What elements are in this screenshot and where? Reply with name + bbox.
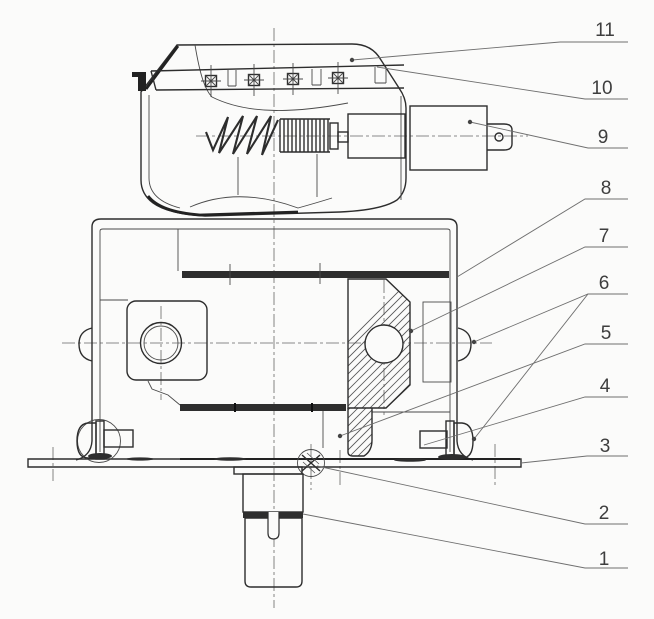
callout-label-3: 3 bbox=[600, 436, 611, 457]
right-bolt-stub bbox=[419, 430, 448, 449]
screw-detail-circle bbox=[297, 449, 325, 477]
callout-label-8: 8 bbox=[601, 178, 612, 199]
callout-dot-7 bbox=[408, 328, 414, 334]
callout-dot-11 bbox=[349, 57, 355, 63]
hatch-block bbox=[347, 278, 411, 457]
strip-bottom-edge bbox=[155, 87, 405, 91]
terminal-strip bbox=[150, 62, 405, 97]
callout-leader-6-2 bbox=[473, 293, 628, 440]
callout-dot-5 bbox=[337, 433, 343, 439]
spring-dense-coils bbox=[279, 119, 329, 152]
hatch-bore-circle bbox=[364, 324, 404, 364]
base-plate bbox=[27, 457, 522, 468]
callout-label-5: 5 bbox=[601, 323, 612, 344]
strip-left-end bbox=[150, 70, 157, 91]
strip-notches bbox=[227, 67, 387, 87]
lower-step bbox=[147, 380, 181, 406]
right-boss bbox=[457, 327, 472, 362]
callout-label-7: 7 bbox=[599, 226, 610, 247]
plate-shadow-1 bbox=[126, 457, 154, 461]
callout-label-1: 1 bbox=[599, 549, 610, 570]
callout-leader-3 bbox=[520, 455, 628, 464]
hatch-block-foot bbox=[347, 408, 373, 457]
callout-leader-11 bbox=[351, 41, 628, 61]
cover-chamfer-edge bbox=[144, 45, 180, 90]
plunger-stem bbox=[337, 131, 349, 143]
cover-lower-curve bbox=[189, 196, 333, 209]
plate-shadow-2 bbox=[214, 457, 246, 461]
callout-leader-7 bbox=[410, 246, 628, 332]
right-bolt-foot bbox=[438, 454, 466, 460]
spring-assembly bbox=[205, 113, 406, 159]
strip-top-edge bbox=[150, 64, 405, 72]
foot-hatching bbox=[348, 408, 372, 456]
callout-dot-6-1 bbox=[471, 339, 477, 345]
callout-label-10: 10 bbox=[591, 78, 612, 99]
cover-inner-wall-left bbox=[148, 95, 181, 209]
callout-leader-5 bbox=[339, 343, 628, 437]
callout-label-2: 2 bbox=[599, 503, 610, 524]
callout-leader-8 bbox=[456, 198, 628, 278]
callouts: 11 10 9 8 7 6 5 4 3 2 1 bbox=[302, 20, 628, 570]
armature-block bbox=[347, 113, 406, 159]
spacer-block bbox=[422, 301, 452, 383]
terminal-screw-1 bbox=[201, 65, 221, 97]
internal-shelf bbox=[182, 271, 449, 278]
bearing-block bbox=[126, 300, 208, 381]
screw-cross-section-x bbox=[301, 454, 321, 472]
left-bolt-foot bbox=[88, 453, 112, 459]
left-bolt-head bbox=[76, 422, 97, 459]
callout-leader-10 bbox=[376, 66, 628, 100]
callout-label-4: 4 bbox=[600, 376, 611, 397]
body-outer-outline bbox=[75, 218, 474, 461]
shaft-upper bbox=[242, 473, 304, 513]
countersunk-screw bbox=[297, 449, 325, 477]
lower-dark-bar bbox=[180, 404, 346, 411]
callout-label-11: 11 bbox=[595, 20, 615, 41]
screw-hatch bbox=[302, 452, 320, 474]
callout-label-9: 9 bbox=[598, 127, 609, 148]
cover-left-lip bbox=[132, 72, 146, 91]
plate-outline bbox=[27, 458, 522, 468]
body-inner-outline bbox=[99, 228, 451, 452]
callout-dot-6-2 bbox=[471, 436, 477, 442]
stub-hole bbox=[494, 132, 504, 142]
terminal-screw-4 bbox=[328, 62, 348, 94]
cover-bottom-rim bbox=[146, 195, 299, 217]
spring-zigzag-coils bbox=[205, 115, 279, 156]
main-body bbox=[75, 218, 474, 461]
shaft-lower bbox=[244, 517, 303, 588]
bore-outer-circle bbox=[139, 321, 183, 365]
callout-label-6: 6 bbox=[599, 273, 610, 294]
right-bolt bbox=[419, 420, 474, 460]
shaft-flange bbox=[233, 466, 303, 475]
left-boss bbox=[78, 327, 93, 362]
shaft-keyway-slot bbox=[267, 512, 280, 540]
cover-inner-shell-curve bbox=[194, 44, 349, 111]
solenoid-cylinder bbox=[409, 105, 513, 171]
terminal-screw-3 bbox=[283, 63, 303, 95]
callout-leader-1 bbox=[302, 513, 628, 569]
callout-leader-2 bbox=[316, 465, 628, 525]
callout-leader-9 bbox=[469, 121, 628, 149]
cover-outline bbox=[140, 43, 407, 217]
terminal-screw-2 bbox=[244, 64, 264, 96]
output-shaft bbox=[233, 466, 304, 588]
plate-shadow-3 bbox=[394, 458, 426, 462]
bore-inner-circle bbox=[143, 325, 179, 361]
left-bolt-stub bbox=[103, 429, 134, 448]
terminal-screws bbox=[201, 62, 348, 97]
cylinder-body bbox=[409, 105, 488, 171]
callout-dot-9 bbox=[467, 119, 473, 125]
cylinder-stub bbox=[487, 123, 513, 151]
callout-leader-4 bbox=[423, 396, 628, 446]
left-bolt bbox=[76, 419, 134, 463]
